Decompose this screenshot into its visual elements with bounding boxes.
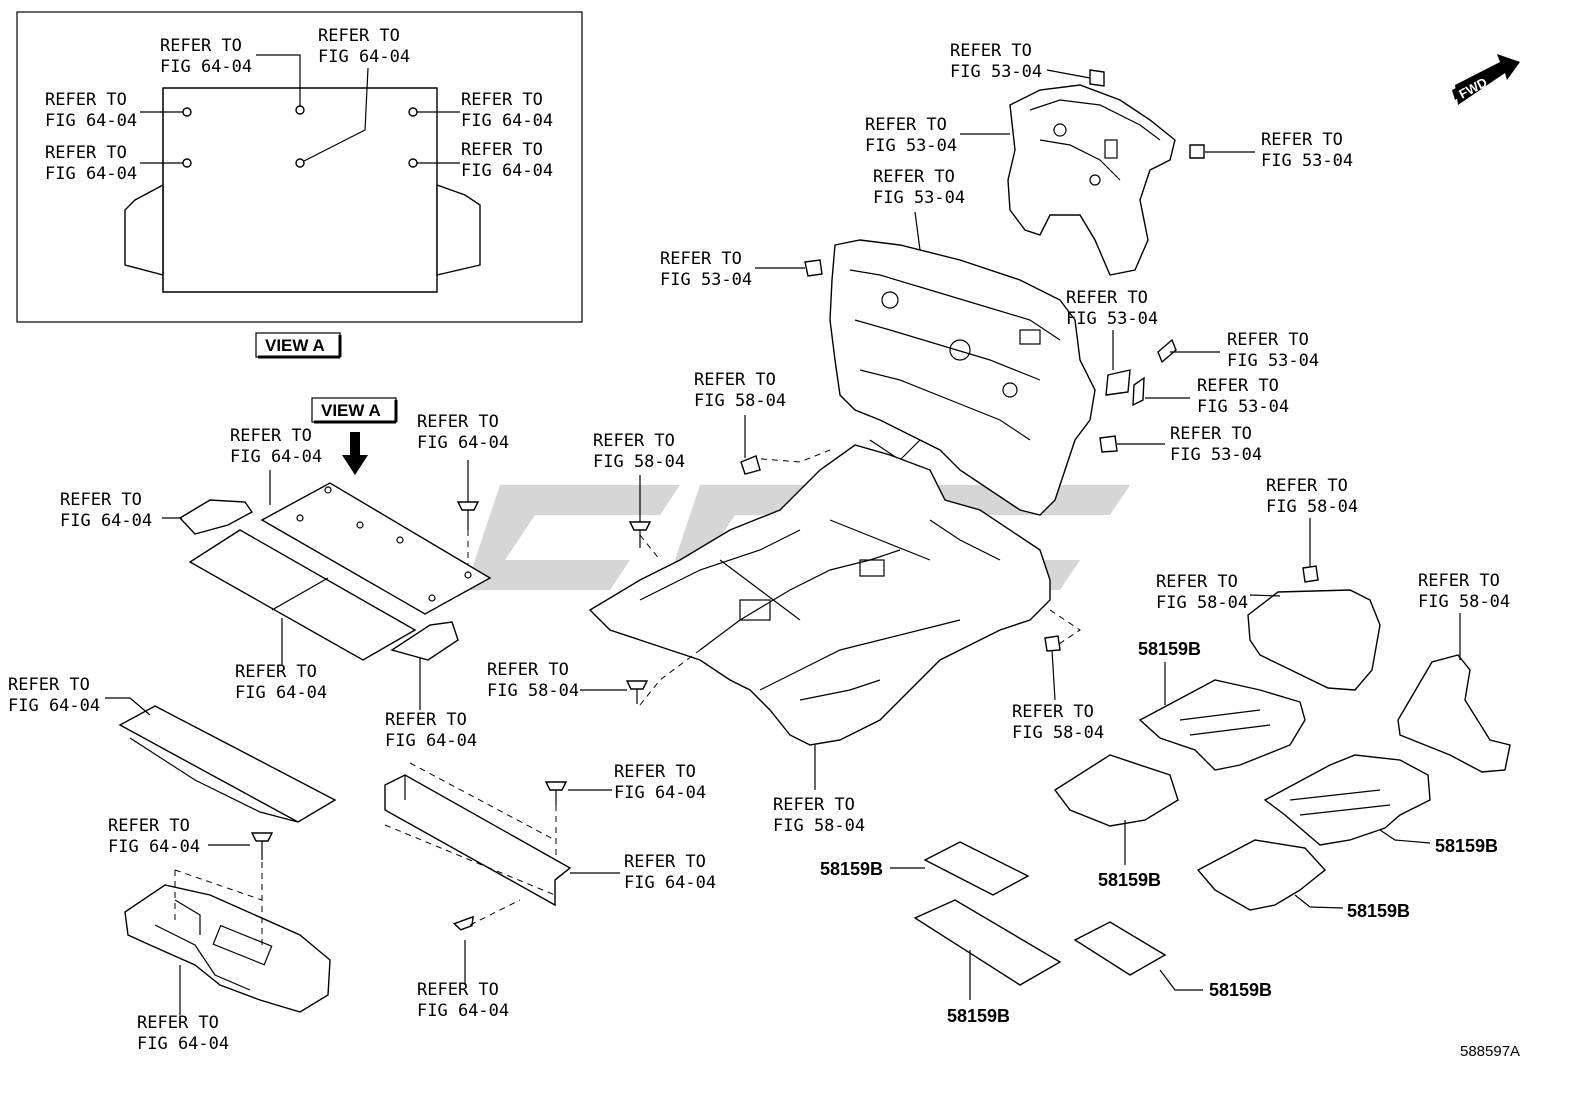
sill-trim: [384, 774, 572, 907]
grommet-icon: [804, 69, 1205, 453]
floor-carpet: [588, 444, 1051, 746]
part-number: 58159B: [1138, 639, 1201, 659]
fwd-label: FWD: [1456, 75, 1489, 102]
part-number: 58159B: [947, 1006, 1010, 1026]
small-pad: [1105, 338, 1177, 407]
part-number: 58159B: [1435, 836, 1498, 856]
part-number: 58159B: [820, 859, 883, 879]
diagram-code: 588597A: [1460, 1043, 1520, 1060]
rear-floor-silencer: [1247, 589, 1381, 691]
view-a-marker: VIEW A: [311, 397, 398, 475]
clip-icon: [740, 455, 1319, 652]
deck-board: [260, 482, 492, 615]
leader-lines: [105, 69, 1461, 1015]
view-a-caption-box: VIEW A: [255, 332, 342, 359]
dash-silencer-upper: [1007, 84, 1176, 276]
luggage-mat: [188, 529, 417, 661]
storage-tray: [124, 884, 331, 1013]
screw-icon: [250, 501, 652, 931]
part-number: 58159B: [1347, 901, 1410, 921]
view-a-caption: VIEW A: [265, 336, 325, 355]
clip-icon: [182, 105, 418, 168]
down-arrow-icon: [342, 432, 368, 475]
dash-insulator: [829, 239, 1096, 516]
side-pad: [178, 499, 459, 661]
tunnel-silencer: [1397, 654, 1511, 773]
part-number: 58159B: [1209, 980, 1272, 1000]
view-a-inset: [16, 11, 583, 323]
part-number-labels: 58159B 58159B 58159B 58159B 58159B 58159…: [820, 639, 1498, 1026]
floor-silencer-pad: [913, 679, 1431, 986]
view-a-marker-label: VIEW A: [321, 401, 381, 420]
part-number: 58159B: [1098, 870, 1161, 890]
fwd-arrow: FWD: [1452, 54, 1520, 105]
tonneau-cover: [118, 705, 337, 823]
